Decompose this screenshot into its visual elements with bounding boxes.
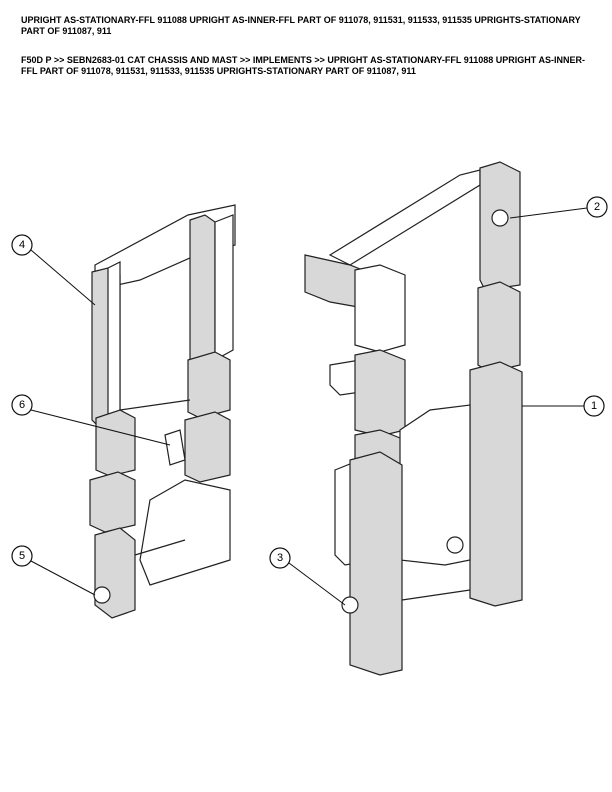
callout-6: 6: [11, 394, 33, 416]
callout-2: 2: [586, 196, 608, 218]
leader-lines: [30, 207, 588, 606]
document-title: UPRIGHT AS-STATIONARY-FFL 911088 UPRIGHT…: [21, 15, 581, 36]
callout-4: 4: [11, 234, 33, 256]
svg-text:4: 4: [19, 239, 25, 251]
callout-3: 3: [269, 547, 291, 569]
callout-1: 1: [583, 395, 605, 417]
svg-text:6: 6: [19, 399, 25, 411]
breadcrumb: F50D P >> SEBN2683-01 CAT CHASSIS AND MA…: [21, 55, 585, 76]
svg-text:5: 5: [19, 550, 25, 562]
inner-upright-assembly: [89, 204, 236, 619]
svg-text:2: 2: [594, 201, 600, 213]
svg-text:3: 3: [277, 552, 283, 564]
callout-5: 5: [11, 545, 33, 567]
svg-text:1: 1: [591, 400, 597, 412]
stationary-upright-assembly: [304, 161, 523, 676]
